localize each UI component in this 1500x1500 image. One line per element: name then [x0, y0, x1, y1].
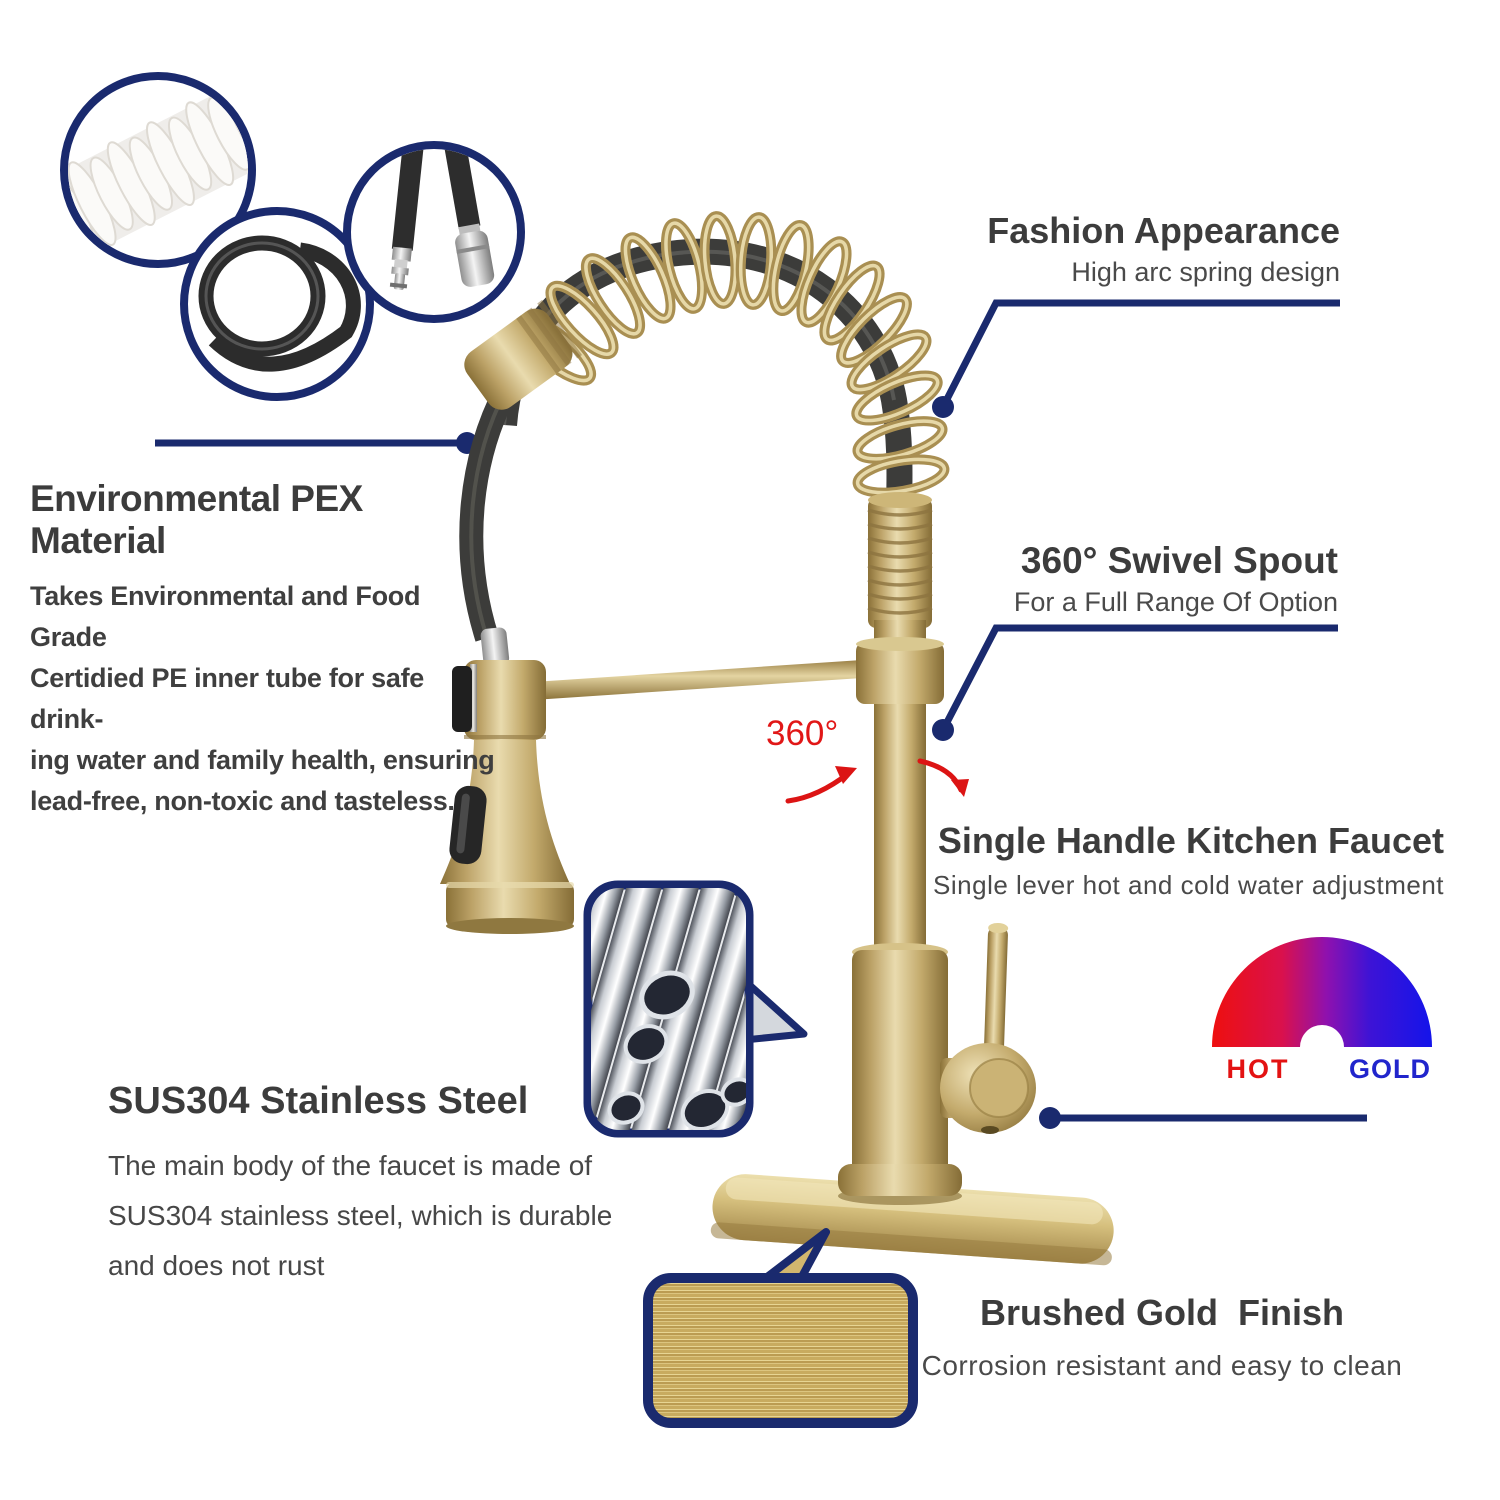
swivel-spout-title: 360° Swivel Spout — [1020, 540, 1338, 581]
sus304-block: SUS304 Stainless Steel The main body of … — [108, 1080, 628, 1291]
temperature-gauge — [1212, 937, 1432, 1047]
pull-down-hose-highlight — [469, 389, 508, 639]
pex-material-block: Environmental PEX Material Takes Environ… — [30, 478, 500, 822]
pex-material-title: Environmental PEX Material — [30, 478, 363, 561]
support-bar — [533, 660, 862, 700]
swivel-spout-block: 360° Swivel Spout For a Full Range Of Op… — [1014, 540, 1338, 618]
sus-line: The main body of the faucet is made of — [108, 1150, 593, 1181]
stainless-tubes-inset — [583, 880, 808, 1138]
sus-line: and does not rust — [108, 1250, 325, 1281]
swivel-callout-line — [939, 624, 1338, 732]
sus-line: SUS304 stainless steel, which is durable — [108, 1200, 613, 1231]
brushed-gold-subtitle: Corrosion resistant and easy to clean — [921, 1350, 1403, 1381]
faucet-illustration — [440, 215, 1114, 1266]
pex-line: lead-free, non-toxic and tasteless. — [30, 786, 455, 816]
head-black-clip — [452, 666, 472, 732]
head-base — [446, 882, 574, 928]
fashion-appearance-block: Fashion Appearance High arc spring desig… — [987, 210, 1340, 288]
pex-tube-inset — [60, 72, 256, 268]
fashion-appearance-title: Fashion Appearance — [987, 210, 1340, 251]
faucet-body — [838, 943, 962, 1205]
swivel-callout-dot — [932, 719, 954, 741]
rotation-arrows — [785, 758, 969, 804]
hose-connectors-inset — [343, 141, 525, 323]
pex-line: Takes Environmental and Food Grade — [30, 581, 421, 652]
fashion-callout-line — [939, 299, 1340, 409]
spray-head — [440, 627, 574, 934]
fashion-appearance-subtitle: High arc spring design — [1071, 257, 1340, 287]
gauge-gold-label: GOLD — [1349, 1054, 1431, 1084]
single-handle-title: Single Handle Kitchen Faucet — [937, 820, 1444, 861]
callout-lines — [155, 299, 1367, 1122]
sus304-body: The main body of the faucet is made of S… — [108, 1141, 628, 1291]
swivel-spout-subtitle: For a Full Range Of Option — [1013, 587, 1338, 617]
gauge-hot-label: HOT — [1226, 1054, 1290, 1084]
pex-line: ing water and family health, ensuring — [30, 745, 495, 775]
pex-line: Certidied PE inner tube for safe drink- — [30, 663, 424, 734]
fashion-callout-dot — [932, 396, 954, 418]
tube-openings — [607, 970, 746, 1130]
spring-end-connector — [464, 299, 583, 410]
pex-material-body: Takes Environmental and Food Grade Certi… — [30, 576, 500, 822]
rotation-360-label: 360° — [766, 714, 839, 753]
single-handle-subtitle: Single lever hot and cold water adjustme… — [933, 870, 1444, 900]
sprayer-button — [449, 785, 487, 865]
single-handle-callout-dot — [1039, 1107, 1061, 1129]
faucet-handle — [940, 923, 1036, 1134]
brushed-gold-block: Brushed Gold Finish Corrosion resistant … — [862, 1292, 1462, 1382]
swivel-sleeve — [856, 637, 944, 704]
brushed-gold-title: Brushed Gold Finish — [979, 1292, 1344, 1333]
sus304-title: SUS304 Stainless Steel — [108, 1080, 529, 1122]
tight-coil — [867, 492, 933, 628]
single-handle-block: Single Handle Kitchen Faucet Single leve… — [933, 820, 1444, 901]
coiled-hose-inset — [180, 207, 374, 401]
brushed-gold-swatch — [643, 1228, 918, 1428]
head-silver-trim — [470, 664, 477, 732]
